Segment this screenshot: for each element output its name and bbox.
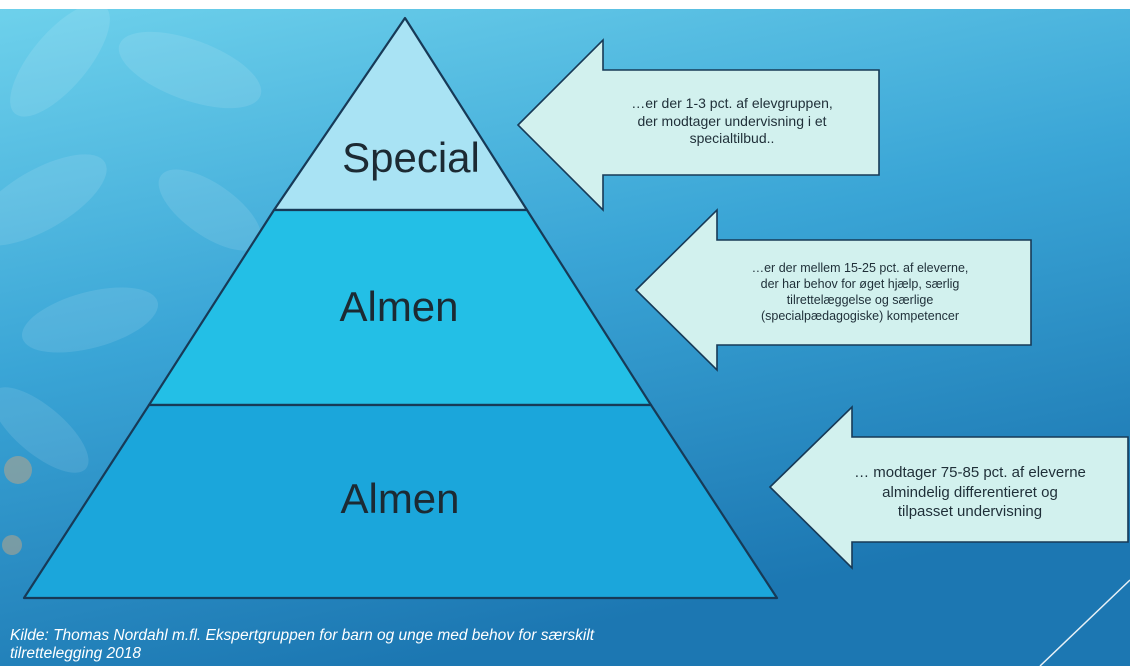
callout-line: tilrettelæggelse og særlige: [786, 293, 934, 307]
callout-arrow-special: [516, 38, 880, 212]
source-line-1: Kilde: Thomas Nordahl m.fl. Ekspertgrupp…: [10, 627, 595, 644]
pyramid-tier-almen-bottom: [22, 403, 779, 600]
callout-line: … modtager 75-85 pct. af eleverne: [854, 464, 1086, 481]
callout-arrow-almen-middle: [634, 208, 1032, 372]
callout-line: …er der 1-3 pct. af elevgruppen,: [631, 95, 833, 111]
corner-line: [1039, 579, 1130, 666]
callout-line: specialtilbud..: [689, 130, 775, 146]
tier-label-special: Special: [342, 134, 480, 181]
callout-line: der modtager undervisning i et: [637, 112, 827, 129]
source-citation: Kilde: Thomas Nordahl m.fl. Ekspertgrupp…: [10, 627, 870, 663]
tier-label-almen-bottom: Almen: [340, 475, 459, 522]
callout-text-almen-bottom: … modtager 75-85 pct. af eleverne almind…: [815, 463, 1125, 522]
pyramid: [22, 16, 779, 600]
callout-line: (specialpædagogiske) kompetencer: [760, 309, 960, 323]
top-border: [0, 0, 1130, 9]
callout-line: der har behov for øget hjælp, særlig: [760, 277, 960, 291]
decorative-dots: [2, 456, 32, 555]
callout-line: …er der mellem 15-25 pct. af eleverne,: [751, 261, 969, 275]
source-line-2: tilrettelegging 2018: [10, 645, 141, 662]
callout-arrow-almen-bottom: [768, 405, 1129, 570]
callout-text-special: …er der 1-3 pct. af elevgruppen, der mod…: [587, 95, 877, 148]
callout-line: tilpasset undervisning: [897, 503, 1043, 520]
callout-line: almindelig differentieret og: [882, 483, 1058, 501]
decorative-leaves: [0, 3, 262, 473]
callout-text-almen-middle: …er der mellem 15-25 pct. af eleverne, d…: [700, 260, 1020, 324]
tier-label-almen-middle: Almen: [339, 283, 458, 330]
